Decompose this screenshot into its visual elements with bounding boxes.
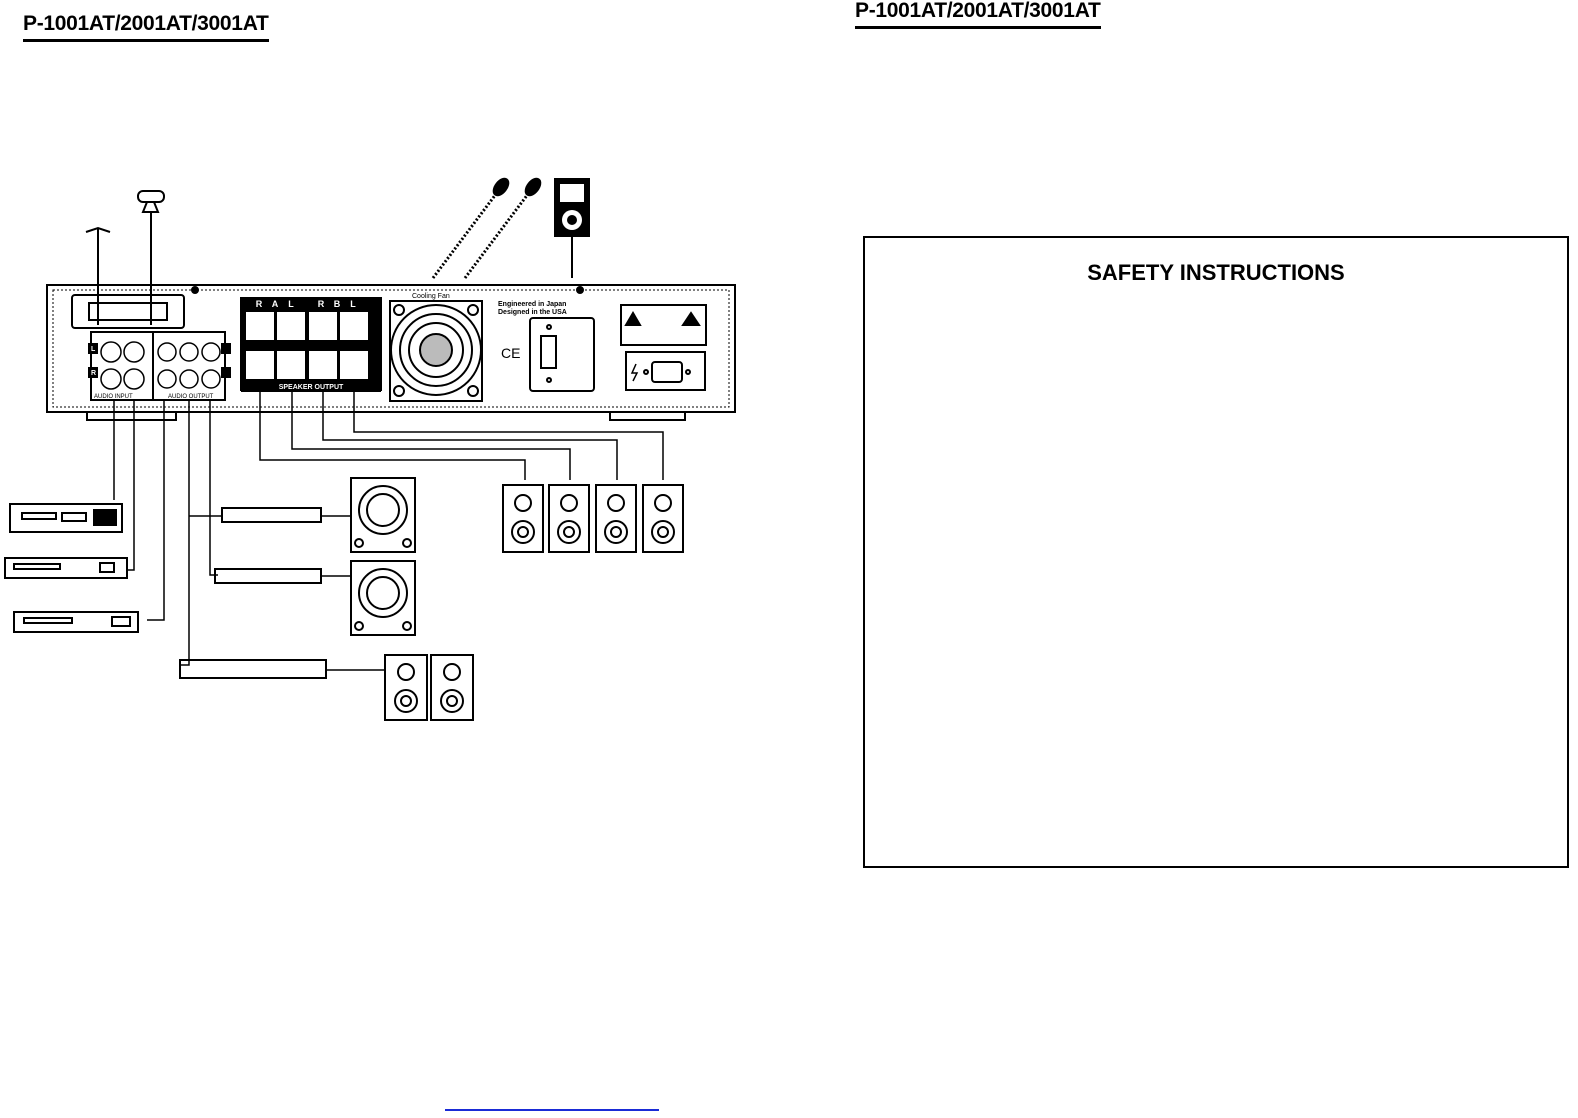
power-amp-icon xyxy=(179,507,327,679)
channel-label-b: B xyxy=(334,299,341,309)
am-antenna-icon xyxy=(137,190,165,325)
tuner-icon xyxy=(4,557,128,579)
speaker-icon xyxy=(430,654,474,721)
connection-diagram: R A L R B L SPEAKER OUTPUT Cooling Fan E… xyxy=(4,177,736,721)
cooling-fan-label: Cooling Fan xyxy=(412,293,450,300)
jack-side-label-right: R xyxy=(91,370,96,377)
cd-player-icon xyxy=(9,503,123,533)
speaker-icon xyxy=(502,484,544,553)
left-model-header: P-1001AT/2001AT/3001AT xyxy=(23,12,269,42)
channel-label-r-b: R xyxy=(318,299,325,309)
audio-connection-lines xyxy=(113,390,664,671)
safety-instructions-box: SAFETY INSTRUCTIONS xyxy=(863,236,1569,868)
speaker-icon xyxy=(642,484,684,553)
speaker-output-label: SPEAKER OUTPUT xyxy=(279,384,344,391)
right-model-header-text: P-1001AT/2001AT/3001AT xyxy=(855,0,1101,22)
amplifier-rear-panel xyxy=(46,284,736,421)
channel-label-a: A xyxy=(272,299,279,309)
footer-link-underline xyxy=(445,1109,659,1111)
engineered-label: Engineered in Japan xyxy=(498,301,566,308)
microphone-icon xyxy=(463,177,542,279)
channel-label-l-a: L xyxy=(288,299,294,309)
deck-icon xyxy=(13,611,139,633)
left-header-underline xyxy=(23,39,269,42)
jack-side-label-left: L xyxy=(91,346,96,353)
designed-label: Designed in the USA xyxy=(498,309,567,316)
speaker-icon xyxy=(595,484,637,553)
channel-label-l-b: L xyxy=(350,299,356,309)
audio-output-label: AUDIO OUTPUT xyxy=(168,394,214,400)
subwoofer-icon xyxy=(350,477,416,553)
ce-mark: CE xyxy=(501,345,520,361)
right-model-header: P-1001AT/2001AT/3001AT xyxy=(855,0,1101,29)
speaker-icon xyxy=(548,484,590,553)
fm-antenna-icon xyxy=(85,226,111,325)
channel-label-r-a: R xyxy=(256,299,263,309)
right-header-underline xyxy=(855,26,1101,29)
mp3-player-icon xyxy=(554,178,590,278)
subwoofer-icon xyxy=(350,560,416,636)
left-model-header-text: P-1001AT/2001AT/3001AT xyxy=(23,12,269,35)
safety-title: SAFETY INSTRUCTIONS xyxy=(1087,260,1345,285)
speaker-icon xyxy=(384,654,428,721)
audio-input-label: AUDIO INPUT xyxy=(94,394,133,400)
microphone-icon xyxy=(431,177,510,279)
